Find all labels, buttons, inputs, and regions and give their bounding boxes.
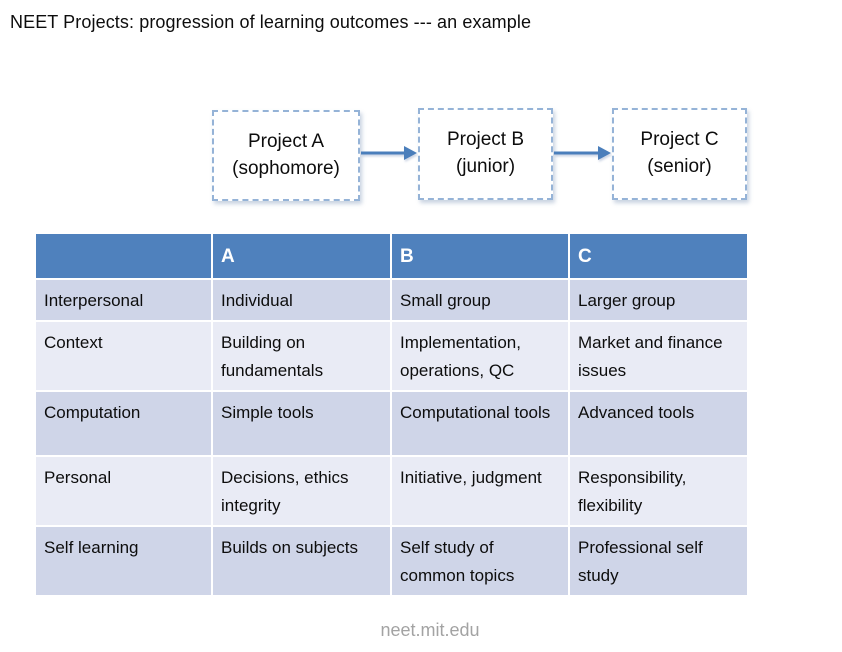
cell-a: Decisions, ethics integrity: [213, 457, 392, 527]
project-b-label: Project B: [446, 129, 525, 151]
row-label: Personal: [36, 457, 213, 527]
cell-b: Computational tools: [392, 392, 570, 457]
learning-outcomes-table: A B C Interpersonal Individual Small gro…: [36, 234, 747, 595]
row-label: Interpersonal: [36, 280, 213, 322]
project-a-box: Project A (sophomore): [212, 110, 360, 201]
row-label: Self learning: [36, 527, 213, 595]
cell-c: Responsibility, flexibility: [570, 457, 747, 527]
cell-a: Builds on subjects: [213, 527, 392, 595]
page-title: NEET Projects: progression of learning o…: [10, 12, 532, 32]
project-c-box: Project C (senior): [612, 108, 747, 200]
arrow-a-to-b-icon: [361, 146, 417, 160]
cell-c: Market and finance issues: [570, 322, 747, 392]
cell-c: Professional self study: [570, 527, 747, 595]
table-row-computation: Computation Simple tools Computational t…: [36, 392, 747, 457]
cell-b: Small group: [392, 280, 570, 322]
project-a-sublabel: (sophomore): [232, 157, 340, 179]
cell-a: Simple tools: [213, 392, 392, 457]
row-label: Context: [36, 322, 213, 392]
cell-c: Advanced tools: [570, 392, 747, 457]
cell-a: Building on fundamentals: [213, 322, 392, 392]
project-b-sublabel: (junior): [455, 156, 516, 177]
row-label: Computation: [36, 392, 213, 457]
table-row-self-learning: Self learning Builds on subjects Self st…: [36, 527, 747, 595]
header-cell-a: A: [213, 234, 392, 280]
project-c-sublabel: (senior): [647, 156, 712, 177]
project-b-box: Project B (junior): [418, 108, 553, 200]
project-a-label: Project A: [247, 130, 325, 152]
cell-b: Implementation, operations, QC: [392, 322, 570, 392]
table-row-context: Context Building on fundamentals Impleme…: [36, 322, 747, 392]
header-cell-blank: [36, 234, 213, 280]
header-cell-b: B: [392, 234, 570, 280]
arrow-b-to-c-icon: [554, 146, 611, 160]
table-header-row: A B C: [36, 234, 747, 280]
project-c-label: Project C: [640, 129, 719, 151]
table-row-personal: Personal Decisions, ethics integrity Ini…: [36, 457, 747, 527]
cell-b: Initiative, judgment: [392, 457, 570, 527]
header-cell-c: C: [570, 234, 747, 280]
cell-b: Self study of common topics: [392, 527, 570, 595]
footer-url: neet.mit.edu: [380, 620, 480, 640]
cell-c: Larger group: [570, 280, 747, 322]
cell-a: Individual: [213, 280, 392, 322]
table-row-interpersonal: Interpersonal Individual Small group Lar…: [36, 280, 747, 322]
